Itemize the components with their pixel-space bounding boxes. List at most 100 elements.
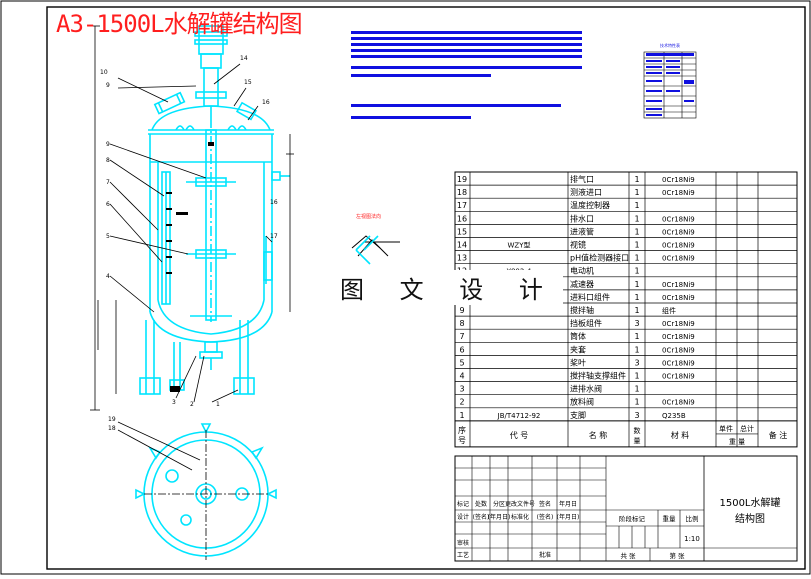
bom-qty: 1: [634, 293, 639, 302]
bom-no: 7: [459, 332, 464, 341]
tb-row1-cell: 标记: [457, 500, 469, 508]
bom-no: 16: [457, 214, 467, 223]
view-direction-label: 左视图法向: [356, 213, 381, 220]
inner-frame: [46, 6, 806, 570]
top-head: [151, 105, 271, 131]
bom-no: 5: [459, 358, 464, 367]
bom-qty: 1: [634, 175, 639, 184]
bom-header-name: 名 称: [589, 430, 608, 440]
leader-label-16a: 16: [262, 99, 270, 106]
tb-row2-cell: (年月日): [557, 513, 580, 521]
bom-qty: 1: [634, 254, 639, 263]
plan-label-18: 18: [108, 425, 116, 432]
bom-row[interactable]: 7 筒体 1 0Cr18Ni9: [459, 331, 694, 341]
bom-qty: 1: [634, 345, 639, 354]
bom-no: 18: [457, 188, 467, 197]
bom-name: 筒体: [570, 331, 586, 341]
bom-name: 测液进口: [570, 187, 602, 197]
bom-code: JB/T4712-92: [497, 412, 541, 420]
bom-header-qty2: 量: [634, 437, 641, 445]
bom-qty: 1: [634, 188, 639, 197]
leader-label-17: 17: [270, 233, 278, 240]
bom-name: 进料口组件: [570, 292, 610, 302]
leader-label-15: 15: [244, 79, 252, 86]
bom-header-single: 单件: [719, 424, 733, 433]
bom-no: 9: [459, 306, 464, 315]
tb-row4-cell: 工艺: [457, 551, 469, 559]
bom-qty: 1: [634, 398, 639, 407]
bom-qty: 3: [634, 319, 639, 328]
bom-header-total: 总计: [740, 424, 754, 433]
bom-qty: 3: [634, 358, 639, 367]
bom-header-no: 序: [458, 425, 466, 435]
bom-row[interactable]: 18 测液进口 1 0Cr18Ni9: [457, 187, 695, 197]
bom-material: 0Cr18Ni9: [662, 228, 695, 236]
bom-name: 支脚: [570, 410, 586, 420]
bom-name: 排气口: [570, 174, 594, 184]
bom-header-remark: 备 注: [769, 430, 788, 440]
tb-row4-approve: 批准: [539, 551, 551, 559]
bom-material: 0Cr18Ni9: [662, 399, 695, 407]
tb-row2-cell: 标准化: [511, 513, 529, 521]
bom-name: 温度控制器: [570, 200, 610, 210]
leader-lines-main: [109, 63, 273, 403]
bom-code: WZY型: [508, 241, 531, 250]
tb-row2-cell: (签名): [473, 513, 490, 521]
plan-label-19: 19: [108, 416, 116, 423]
tech-characteristics-table: [643, 51, 697, 119]
bom-header-no2: 号: [458, 436, 466, 445]
tb-row2-cell: (签名): [537, 513, 554, 521]
bom-material: 0Cr18Ni9: [662, 215, 695, 223]
tb-row1-cell: 年月日: [559, 500, 577, 508]
tb-row1-cell: 签名: [539, 500, 551, 508]
leader-label-2: 2: [190, 401, 194, 408]
bom-qty: 1: [634, 332, 639, 341]
bom-qty: 1: [634, 385, 639, 394]
bom-header-code: 代 号: [510, 430, 529, 440]
tb-drawing-name-2: 结构图: [735, 512, 765, 525]
tb-ratio: 比例: [686, 514, 699, 523]
bom-material: Q235B: [662, 412, 686, 420]
tb-row3-cell: 审核: [457, 539, 469, 547]
tb-sheet-no: 第 张: [669, 551, 685, 560]
bom-material: 0Cr18Ni9: [662, 333, 695, 341]
title-block: 标记处数分区更改文件号签名年月日设计(签名)(年月日)标准化(签名)(年月日)审…: [454, 455, 798, 562]
bom-header-weight: 重 量: [729, 438, 745, 446]
sheet-title: A3-1500L水解罐结构图: [56, 10, 303, 38]
tb-scale: 1:10: [684, 535, 700, 543]
tech-table-title: 技术特性表: [660, 42, 680, 48]
bom-material: 0Cr18Ni9: [662, 189, 695, 197]
reducer: [200, 53, 222, 69]
bom-name: 减速器: [570, 279, 594, 289]
technical-notes: [351, 31, 582, 119]
elevation-marks: [166, 142, 214, 392]
bom-qty: 1: [634, 306, 639, 315]
bom-qty: 1: [634, 227, 639, 236]
leader-label-14: 14: [240, 55, 248, 62]
section-symbol: 左视图法向: [351, 213, 400, 265]
leader-label-6: 6: [106, 201, 110, 208]
leader-label-9: 9: [106, 141, 110, 148]
bom-material: 组件: [662, 306, 676, 315]
tech-table-fill: [646, 53, 694, 116]
bom-material: 0Cr18Ni9: [662, 255, 695, 263]
tb-row1-cell: 处数: [475, 500, 487, 508]
bom-qty: 1: [634, 201, 639, 210]
